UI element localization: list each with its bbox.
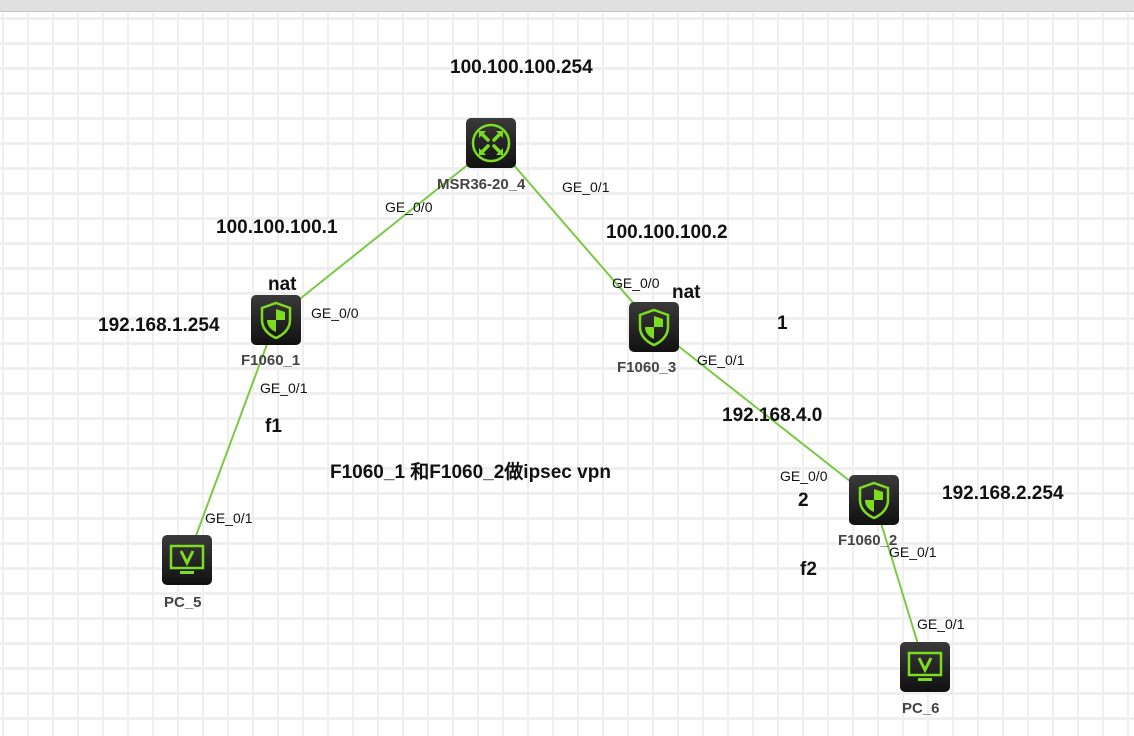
- fw1-name: F1060_1: [241, 352, 301, 369]
- router-device[interactable]: [466, 118, 516, 168]
- note-text: F1060_1 和F1060_2做ipsec vpn: [330, 462, 611, 483]
- port-label: GE_0/0: [780, 468, 828, 484]
- link-fw3-fw2[interactable]: [653, 326, 875, 501]
- note-text: 1: [777, 313, 788, 334]
- port-label: GE_0/1: [562, 179, 610, 195]
- router-icon: [471, 123, 511, 163]
- note-text: 100.100.100.1: [216, 217, 338, 238]
- port-label: GE_0/0: [311, 305, 359, 321]
- pc5-name: PC_5: [164, 594, 202, 611]
- firewall-icon: [638, 308, 670, 347]
- port-label: GE_0/1: [205, 510, 253, 526]
- note-text: 100.100.100.254: [450, 57, 593, 78]
- port-label: GE_0/1: [697, 352, 745, 368]
- firewall-f1060-2[interactable]: [849, 475, 899, 525]
- firewall-icon: [858, 481, 890, 520]
- note-text: nat: [672, 282, 701, 303]
- note-text: f1: [265, 416, 282, 437]
- link-router-fw1[interactable]: [275, 162, 471, 319]
- link-fw1-pc5[interactable]: [186, 319, 277, 561]
- fw3-name: F1060_3: [617, 359, 677, 376]
- note-text: nat: [268, 274, 297, 295]
- fw2-name: F1060_2: [838, 532, 898, 549]
- link-fw2-pc6[interactable]: [873, 499, 926, 668]
- firewall-f1060-1[interactable]: [251, 295, 301, 345]
- pc-icon: [907, 651, 943, 681]
- note-text: f2: [800, 559, 817, 580]
- pc-6[interactable]: [900, 642, 950, 692]
- pc-5[interactable]: [162, 535, 212, 585]
- pc6-name: PC_6: [902, 700, 940, 717]
- port-label: GE_0/1: [917, 616, 965, 632]
- note-text: 192.168.1.254: [98, 315, 220, 336]
- note-text: 100.100.100.2: [606, 222, 728, 243]
- top-toolbar: [0, 0, 1134, 12]
- port-label: GE_0/1: [889, 544, 937, 560]
- note-text: 192.168.4.0: [722, 405, 823, 426]
- port-label: GE_0/0: [385, 199, 433, 215]
- note-text: 192.168.2.254: [942, 483, 1064, 504]
- note-text: 2: [798, 490, 809, 511]
- firewall-f1060-3[interactable]: [629, 302, 679, 352]
- topology-canvas[interactable]: [0, 13, 1134, 736]
- pc-icon: [169, 544, 205, 574]
- port-label: GE_0/1: [260, 380, 308, 396]
- port-label: GE_0/0: [612, 275, 660, 291]
- router-name: MSR36-20_4: [437, 176, 526, 193]
- link-router-fw3[interactable]: [511, 162, 655, 328]
- firewall-icon: [260, 301, 292, 340]
